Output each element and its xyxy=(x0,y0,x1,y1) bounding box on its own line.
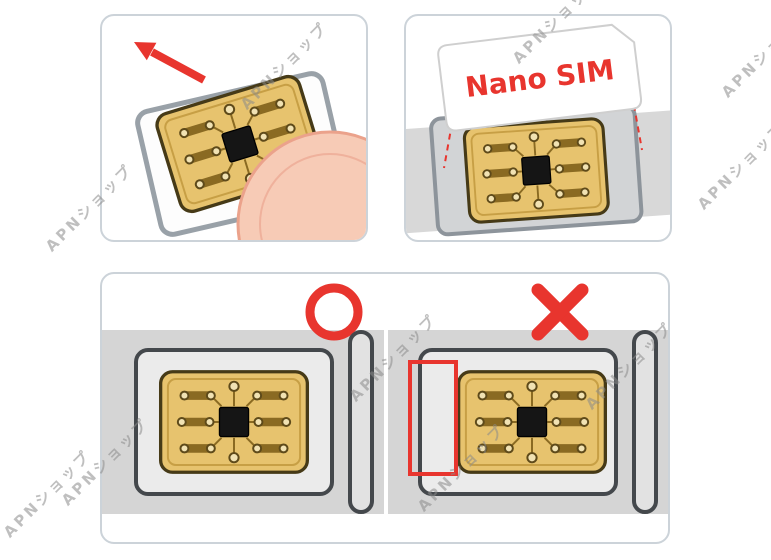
sim-chip-graphic xyxy=(459,372,606,472)
panel-remove-chip-step xyxy=(100,14,368,242)
tray-cap xyxy=(348,330,374,514)
alignment-guide-lines xyxy=(443,93,643,169)
wrong-cross-icon xyxy=(531,283,589,341)
correct-example xyxy=(134,330,374,514)
nano-sim-card: Nano SIM xyxy=(437,23,643,132)
red-arrow-icon xyxy=(134,42,206,84)
finger-graphic xyxy=(236,130,366,240)
sim-chip-graphic xyxy=(464,118,609,223)
tray-cap xyxy=(632,330,658,514)
watermark: APNショップ xyxy=(693,118,771,214)
correct-circle-icon xyxy=(305,283,363,341)
wrong-example xyxy=(408,330,658,514)
panel-correct-vs-wrong xyxy=(100,272,670,544)
watermark: APNショップ xyxy=(0,446,95,542)
panel-place-nano-sim-step: Nano SIM xyxy=(404,14,672,242)
watermark: APNショップ xyxy=(717,6,771,102)
misalignment-highlight xyxy=(408,360,458,476)
sim-chip-graphic xyxy=(161,372,308,472)
